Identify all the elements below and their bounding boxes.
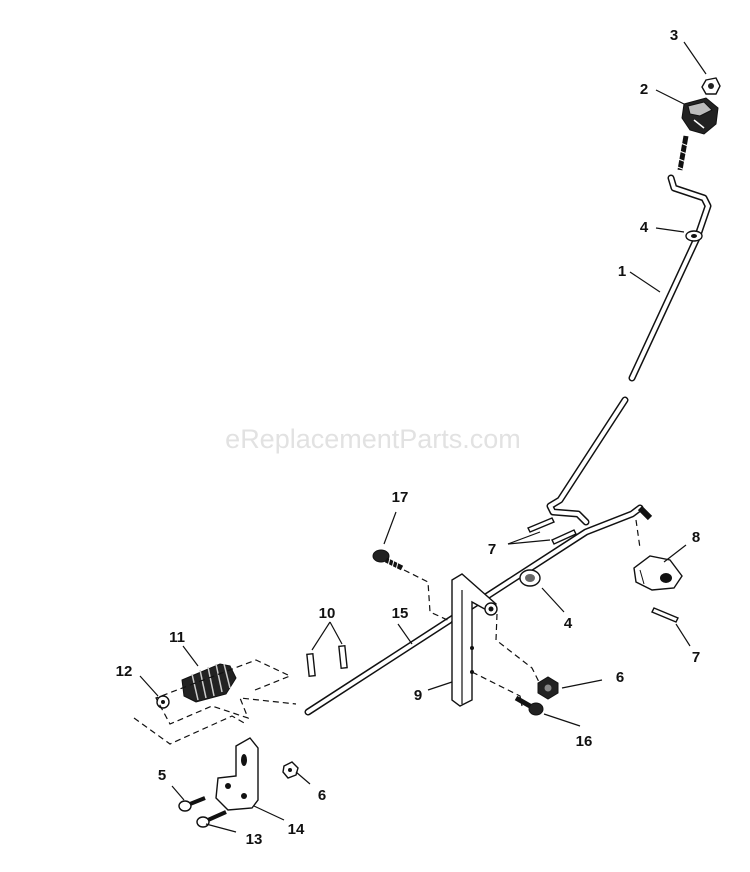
callout-3: 3 [670, 27, 678, 44]
callout-11: 11 [169, 629, 185, 646]
part-14-plate [215, 737, 259, 811]
part-3-nut [701, 77, 721, 95]
callout-2: 2 [640, 81, 648, 98]
part-10-roll-pins [306, 644, 348, 678]
callout-6-bracket: 6 [616, 669, 624, 686]
callout-7-lower: 7 [692, 649, 700, 666]
part-4-upper-bushing [685, 230, 703, 242]
part-4-lower-bushing [519, 569, 541, 587]
part-15-shift-shaft [304, 504, 653, 716]
leader-lines [139, 41, 707, 833]
callout-5: 5 [158, 767, 166, 784]
part-2-knob [681, 97, 719, 135]
callout-16: 16 [576, 733, 593, 750]
callout-12: 12 [116, 663, 133, 680]
part-5-bolt [178, 796, 206, 812]
callout-15: 15 [392, 605, 409, 622]
part-12-washer [156, 695, 170, 709]
rod-threaded-end [674, 135, 689, 171]
callout-9: 9 [414, 687, 422, 704]
part-7-cotter-pin-lower [651, 607, 679, 623]
callout-17: 17 [392, 489, 409, 506]
part-6-nut-lower [282, 761, 299, 779]
part-6-nut-bracket [537, 676, 559, 700]
part-13-bolt [196, 810, 227, 828]
assembly-dash-lines [133, 519, 641, 745]
callout-4-upper: 4 [640, 219, 649, 236]
callout-8: 8 [692, 529, 700, 546]
part-11-spring [181, 663, 237, 703]
callout-7-upper: 7 [488, 541, 496, 558]
callout-13: 13 [246, 831, 263, 848]
part-17-bolt [372, 549, 404, 571]
lower-rod-segment [546, 396, 629, 526]
part-8-pivot-block [633, 555, 683, 591]
part-9-bracket [451, 573, 498, 707]
callout-6-lower: 6 [318, 787, 326, 804]
part-1-upper-rod [628, 174, 712, 382]
callout-4-lower: 4 [564, 615, 573, 632]
callout-10: 10 [319, 605, 336, 622]
part-7-cotter-pins-upper [527, 517, 577, 545]
callout-14: 14 [288, 821, 305, 838]
watermark-text: eReplacementParts.com [225, 424, 521, 454]
callout-1: 1 [618, 263, 626, 280]
callout-labels: 3 2 4 1 17 7 8 4 7 15 10 11 12 6 9 16 5 … [116, 27, 701, 848]
part-16-bolt [514, 695, 544, 716]
